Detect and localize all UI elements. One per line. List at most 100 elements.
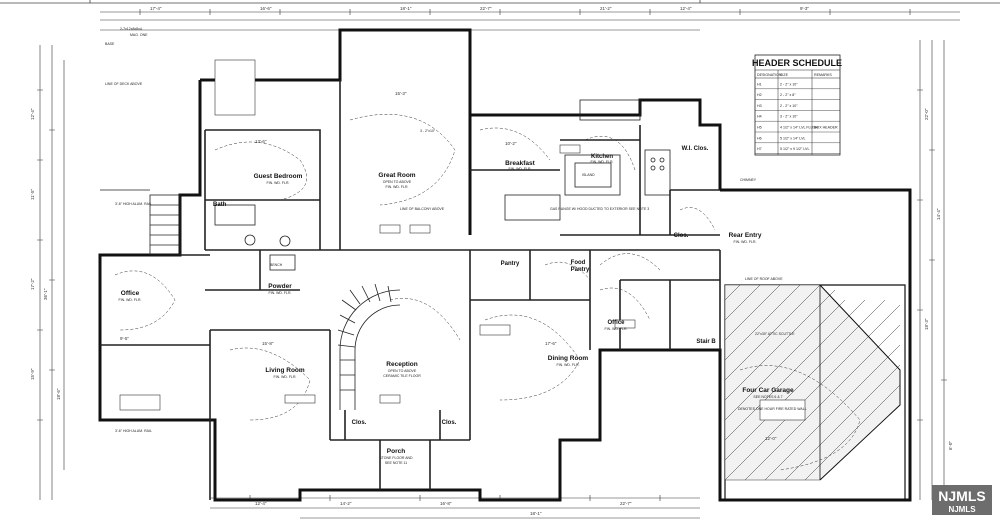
- header-schedule-cell-des: H3: [757, 104, 762, 108]
- room-breakfast: Breakfast: [505, 160, 535, 167]
- room-great-room-open: OPEN TO ABOVE: [383, 180, 412, 184]
- dim-top-7: 9'-3": [800, 6, 809, 11]
- note-header: 3 - 2"x10": [420, 129, 436, 133]
- room-closet-right: Clos.: [442, 420, 457, 426]
- room-closet-rear: Clos.: [674, 233, 689, 239]
- note-deck: LINE OF DECK ABOVE: [105, 82, 143, 86]
- room-closet-left: Clos.: [352, 420, 367, 426]
- room-breakfast-floor: FIN. WD. FLR.: [509, 167, 532, 171]
- room-food-pantry-2: Pantry: [571, 267, 590, 273]
- room-powder: Powder: [268, 283, 292, 290]
- dim-top-1: 17'-4": [150, 6, 162, 11]
- room-reception: Reception: [386, 361, 417, 368]
- header-schedule-cell-des: H5: [757, 126, 762, 130]
- kitchen-fixtures: [504, 99, 671, 221]
- room-living-room-floor: FIN. WD. FLR.: [274, 375, 297, 379]
- room-rear-entry-floor: FIN. WD. FLR.: [734, 240, 757, 244]
- header-schedule-cell-des: H4: [757, 115, 762, 119]
- room-office-left: Office: [121, 290, 140, 297]
- logo-text-small: NJMLS: [948, 505, 976, 514]
- deck-stair: [100, 189, 181, 256]
- header-col-designation: DESIGNATION: [757, 73, 782, 77]
- dim-room-2: 15'-3": [395, 91, 407, 96]
- header-schedule-cell-rem: BOX HEADER: [814, 126, 838, 130]
- room-great-room-floor: FIN. WD. FLR.: [386, 185, 409, 189]
- room-porch-note: SEE NOTE 11: [385, 461, 407, 465]
- dim-right-4: 6'-0": [948, 441, 953, 450]
- room-dining-room-floor: FIN. WD. FLR.: [557, 363, 580, 367]
- room-reception-floor: CERAMIC TILE FLOOR: [383, 374, 421, 378]
- note-base: BASE: [105, 42, 115, 46]
- header-schedule-cell-des: H2: [757, 93, 762, 97]
- note-bench: BENCH: [270, 263, 283, 267]
- note-line-of-roof: LINE OF ROOF ABOVE: [745, 277, 783, 281]
- dim-top-4: 22'-7": [480, 6, 492, 11]
- room-office-right-floor: FIN. WD. FLR.: [605, 327, 628, 331]
- header-col-remarks: REMARKS: [814, 73, 832, 77]
- dim-bottom-5: 22'-7": [620, 501, 632, 506]
- header-schedule-cell-des: H6: [757, 136, 762, 140]
- room-kitchen-floor: FIN. WD. FLR.: [591, 160, 614, 164]
- dim-left-4: 36'-1": [43, 288, 48, 300]
- note-fire-wall: DENOTES ONE HOUR FIRE RATED WALL: [738, 407, 807, 411]
- sheet-border: [0, 0, 1000, 4]
- dim-bottom-3: 16'-8": [440, 501, 452, 506]
- dim-left-5: 15'-9": [30, 368, 35, 380]
- header-schedule-cell-size: 3 - 2" x 10": [780, 115, 798, 119]
- note-gas-range: GAS RANGE W/ HOOD DUCTED TO EXTERIOR SEE…: [550, 207, 649, 211]
- header-schedule-title: HEADER SCHEDULE: [752, 58, 842, 68]
- garage-roof-hatch: [724, 284, 906, 501]
- note-rail-bottom: 3'-6" HIGH ALUM. RAIL: [115, 429, 152, 433]
- njmls-watermark-logo: NJMLS NJMLS: [932, 485, 992, 515]
- header-schedule-cell-size: 4 1/2" x 14" LVL FLUSH: [780, 126, 819, 130]
- note-mag-one: MAG. ONE: [130, 33, 148, 37]
- dim-room-7: 12'-0": [765, 436, 777, 441]
- note-attic: 22"x30" ATTIC SCUTTLE: [755, 332, 795, 336]
- room-living-room: Living Room: [265, 367, 305, 374]
- dim-bottom-4: 18'-1": [530, 511, 542, 516]
- note-rail-left: 3'-6" HIGH ALUM. RAIL: [115, 202, 152, 206]
- room-stair-b: Stair B: [696, 339, 716, 345]
- note-island: ISLAND: [582, 173, 595, 177]
- room-kitchen: Kitchen: [591, 154, 613, 160]
- electrical-plan: [114, 114, 861, 471]
- dim-room-1: 13'-6": [255, 139, 267, 144]
- header-col-size: SIZE: [780, 73, 789, 77]
- room-porch: Porch: [387, 448, 405, 455]
- logo-text-large: NJMLS: [938, 488, 986, 504]
- dim-bottom-2: 14'-2": [340, 501, 352, 506]
- room-wi-closet: W.I. Clos.: [682, 146, 709, 152]
- dim-right-2: 14'-4": [936, 208, 941, 220]
- room-great-room: Great Room: [378, 172, 415, 179]
- header-schedule-cell-size: 2 - 2" x 10": [780, 104, 798, 108]
- note-callouts: [119, 59, 806, 421]
- dim-left-3: 17'-2": [30, 278, 35, 290]
- dim-top-2: 16'-6": [260, 6, 272, 11]
- dim-top-5: 21'-2": [600, 6, 612, 11]
- room-powder-floor: FIN. WD. FLR.: [269, 291, 292, 295]
- dim-left-6: 18'-6": [56, 388, 61, 400]
- dim-left-2: 11'-5": [30, 188, 35, 200]
- room-office-right: Office: [607, 320, 625, 326]
- dim-left-1: 12'-4": [30, 108, 35, 120]
- note-balcony: LINE OF BALCONY ABOVE: [400, 207, 445, 211]
- room-guest-bedroom: Guest Bedroom: [254, 173, 303, 180]
- room-guest-bedroom-floor: FIN. WD. FLR.: [267, 181, 290, 185]
- header-schedule-cell-size: 5 1/2" x 14" LVL: [780, 136, 805, 140]
- header-schedule: HEADER SCHEDULE DESIGNATION SIZE REMARKS…: [752, 54, 842, 156]
- bath-fixtures: [214, 204, 296, 271]
- dim-room-5: 15'-8": [262, 341, 274, 346]
- plan-notes: 2-7x12x8x8x4 MAG. ONE BASE LINE OF DECK …: [105, 27, 807, 433]
- room-reception-open: OPEN TO ABOVE: [388, 369, 417, 373]
- dimension-labels: 17'-4" 16'-6" 18'-1" 22'-7" 21'-2" 12'-4…: [30, 6, 953, 516]
- room-rear-entry: Rear Entry: [729, 232, 762, 239]
- header-schedule-cell-des: H1: [757, 82, 762, 86]
- header-schedule-cell-size: 5 1/2" x 9 1/2" LVL: [780, 147, 809, 151]
- curved-staircase: [337, 283, 401, 410]
- room-garage-notes: SEE NOTES 6 & 7: [753, 395, 782, 399]
- room-pantry: Pantry: [501, 261, 520, 267]
- header-schedule-cell-des: H7: [757, 147, 762, 151]
- dim-room-6: 17'-6": [545, 341, 557, 346]
